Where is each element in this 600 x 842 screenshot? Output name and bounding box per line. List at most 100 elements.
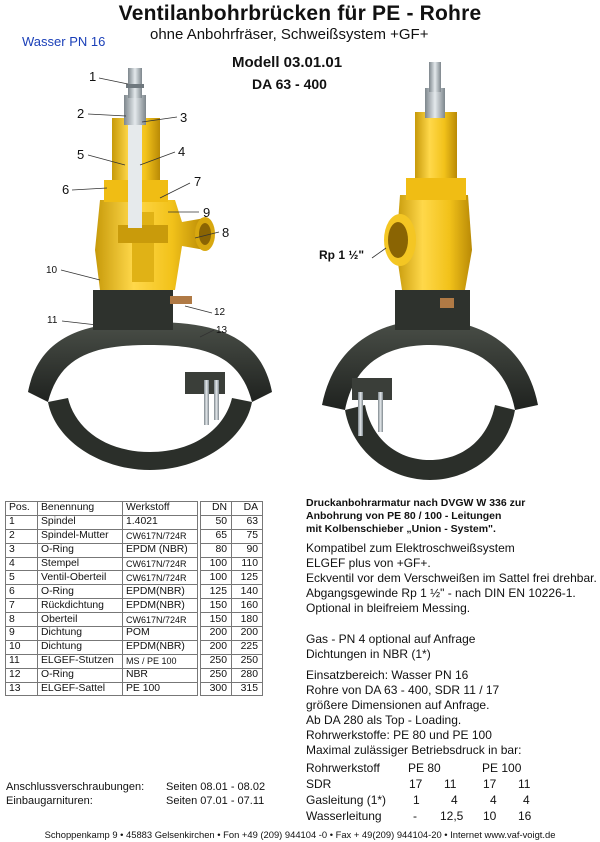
part-material: NBR [122, 667, 198, 683]
part-material: EPDM(NBR) [122, 584, 198, 600]
part-name: Oberteil [37, 612, 123, 628]
feature-line: Kompatibel zum Elektroschweißsystem [306, 541, 515, 555]
da-value: 315 [231, 681, 263, 697]
da-value: 125 [231, 570, 263, 586]
pressure-cell: 10 [483, 809, 497, 823]
callout-4: 4 [178, 144, 186, 159]
part-pos: 4 [5, 556, 38, 572]
part-name: Dichtung [37, 639, 123, 655]
dn-value: 50 [200, 514, 232, 530]
dn-table-header: DN DA [200, 501, 263, 516]
da-value: 160 [231, 598, 263, 614]
application-line: Rohrwerkstoffe: PE 80 und PE 100 [306, 728, 492, 742]
description-application: Einsatzbereich: Wasser PN 16 Rohre von D… [306, 668, 600, 758]
part-pos: 6 [5, 584, 38, 600]
reference-label: Anschlussverschraubungen: [6, 781, 145, 793]
pressure-header-pe80: PE 80 [408, 761, 441, 775]
part-pos: 13 [5, 681, 38, 697]
dn-value: 100 [200, 570, 232, 586]
reference-label: Einbaugarnituren: [6, 795, 93, 807]
application-badge: Wasser PN 16 [22, 34, 106, 49]
feature-line: ELGEF plus von +GF+. [306, 556, 431, 570]
part-name: Rückdichtung [37, 598, 123, 614]
product-illustration [28, 62, 538, 480]
feature-line: Eckventil vor dem Verschweißen im Sattel… [306, 571, 597, 585]
callout-1: 1 [89, 69, 97, 84]
part-name: O-Ring [37, 667, 123, 683]
description-features: Kompatibel zum Elektroschweißsystem ELGE… [306, 541, 600, 616]
col-pos: Pos. [5, 501, 38, 516]
pressure-cell: 1 [413, 793, 420, 807]
da-value: 250 [231, 653, 263, 669]
dn-value: 300 [200, 681, 232, 697]
pressure-cell: 16 [518, 809, 532, 823]
part-name: Ventil-Oberteil [37, 570, 123, 586]
callout-3: 3 [180, 110, 188, 125]
dn-value: 150 [200, 612, 232, 628]
application-line: größere Dimensionen auf Anfrage. [306, 698, 490, 712]
part-material: CW617N/724R [122, 556, 198, 572]
part-name: Spindel [37, 514, 123, 530]
description-heading-line: Anbohrung von PE 80 / 100 - Leitungen [306, 510, 502, 522]
part-pos: 9 [5, 626, 38, 641]
page-subtitle: ohne Anbohrfräser, Schweißsystem +GF+ [150, 26, 429, 43]
da-value: 75 [231, 528, 263, 544]
da-value: 200 [231, 626, 263, 641]
part-pos: 1 [5, 514, 38, 530]
callout-12: 12 [214, 307, 226, 318]
da-value: 110 [231, 556, 263, 572]
pressure-header-pe100: PE 100 [482, 761, 522, 775]
dn-value: 200 [200, 626, 232, 641]
dn-value: 250 [200, 653, 232, 669]
callout-9: 9 [203, 205, 211, 220]
callout-6: 6 [62, 182, 70, 197]
da-value: 280 [231, 667, 263, 683]
description-gas-option: Gas - PN 4 optional auf Anfrage Dichtung… [306, 632, 600, 662]
part-name: O-Ring [37, 542, 123, 558]
part-name: Spindel-Mutter [37, 528, 123, 544]
part-material: EPDM(NBR) [122, 639, 198, 655]
da-value: 140 [231, 584, 263, 600]
page-title: Ventilanbohrbrücken für PE - Rohre [118, 2, 482, 25]
dn-value: 125 [200, 584, 232, 600]
description-heading-line: mit Kolbenschieber „Union - System". [306, 523, 496, 535]
col-da: DA [231, 501, 263, 516]
dn-value: 250 [200, 667, 232, 683]
application-line: Maximal zulässiger Betriebsdruck in bar: [306, 743, 522, 757]
size-range: DA 63 - 400 [252, 76, 327, 92]
description-heading: Druckanbohrarmatur nach DVGW W 336 zur A… [306, 497, 596, 536]
pressure-cell: 4 [451, 793, 458, 807]
part-pos: 11 [5, 653, 38, 669]
part-pos: 2 [5, 528, 38, 544]
dn-value: 65 [200, 528, 232, 544]
pressure-row-label: SDR [306, 777, 332, 791]
assembled-valve-drawing [322, 62, 538, 480]
part-name: Dichtung [37, 626, 123, 641]
application-line: Einsatzbereich: Wasser PN 16 [306, 668, 469, 682]
callout-11: 11 [47, 315, 58, 326]
callout-2: 2 [77, 106, 85, 121]
pressure-cell: 4 [490, 793, 497, 807]
callout-5: 5 [77, 147, 85, 162]
dn-value: 100 [200, 556, 232, 572]
dn-value: 80 [200, 542, 232, 558]
model-number: Modell 03.01.01 [232, 54, 343, 71]
description-heading-line: Druckanbohrarmatur nach DVGW W 336 zur [306, 497, 526, 509]
